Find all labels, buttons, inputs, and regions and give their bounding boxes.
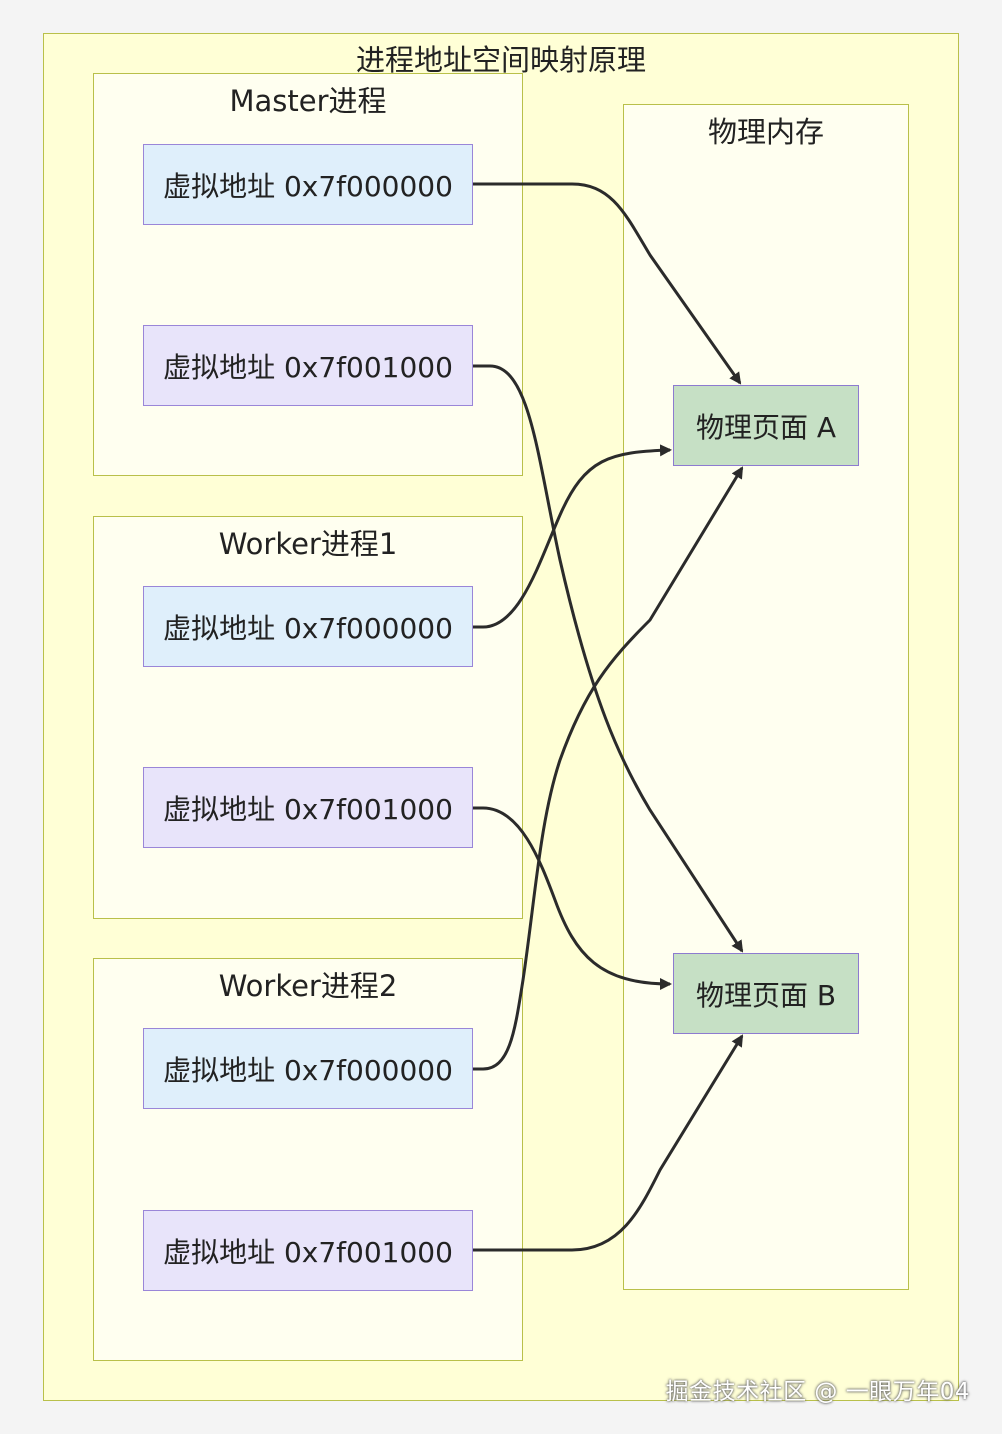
edge-worker2-va1-to-page-b bbox=[473, 1034, 744, 1252]
master-virtual-address-1: 虚拟地址 0x7f001000 bbox=[143, 325, 473, 406]
edge-worker1-va0-to-page-a bbox=[473, 444, 672, 629]
physical-memory-title: 物理内存 bbox=[707, 115, 824, 149]
edge-worker1-va1-to-page-b bbox=[473, 806, 672, 990]
edge-master-va1-to-page-b bbox=[473, 364, 744, 953]
physical-page-b: 物理页面 B bbox=[673, 953, 859, 1034]
watermark: 掘金技术社区 @ 一眼万年04 bbox=[665, 1379, 970, 1405]
diagram-title: 进程地址空间映射原理 bbox=[355, 43, 646, 77]
worker2-process-group: Worker进程2 bbox=[93, 958, 523, 1361]
physical-page-a: 物理页面 A bbox=[673, 385, 859, 466]
worker1-process-group: Worker进程1 bbox=[93, 516, 523, 919]
master-process-title: Master进程 bbox=[229, 84, 387, 118]
master-virtual-address-0: 虚拟地址 0x7f000000 bbox=[143, 144, 473, 225]
worker2-virtual-address-0: 虚拟地址 0x7f000000 bbox=[143, 1028, 473, 1109]
edge-master-va0-to-page-a bbox=[473, 182, 742, 385]
worker2-process-title: Worker进程2 bbox=[218, 969, 398, 1003]
worker2-virtual-address-1: 虚拟地址 0x7f001000 bbox=[143, 1210, 473, 1291]
physical-memory-group: 物理内存 bbox=[623, 104, 909, 1290]
edge-worker2-va0-to-page-a bbox=[473, 466, 744, 1071]
worker1-virtual-address-0: 虚拟地址 0x7f000000 bbox=[143, 586, 473, 667]
worker1-virtual-address-1: 虚拟地址 0x7f001000 bbox=[143, 767, 473, 848]
worker1-process-title: Worker进程1 bbox=[218, 527, 398, 561]
master-process-group: Master进程 bbox=[93, 73, 523, 476]
